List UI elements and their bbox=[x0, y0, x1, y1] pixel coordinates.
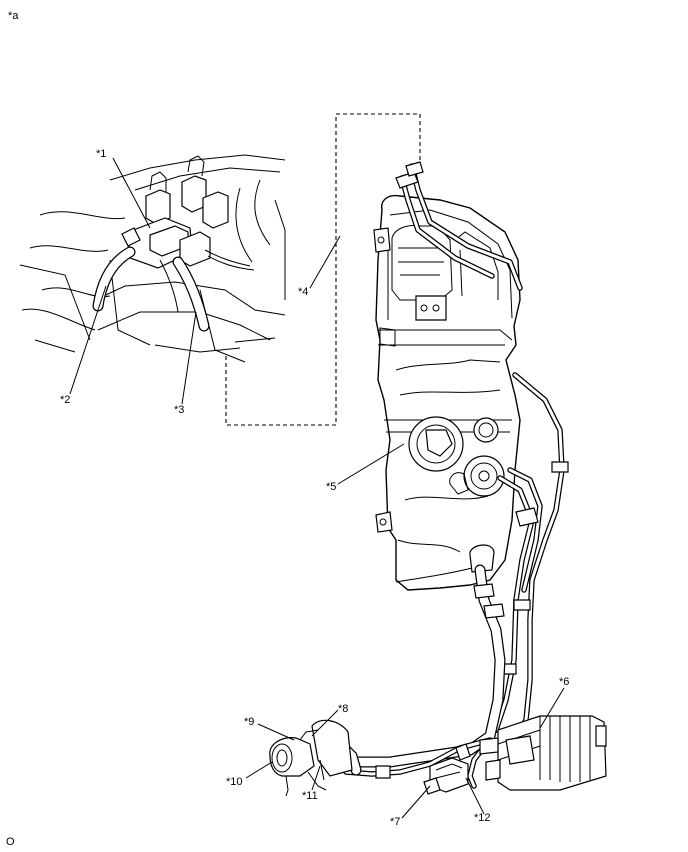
callout-12: *12 bbox=[474, 812, 491, 824]
fuel-inlet-pipe bbox=[269, 719, 362, 797]
callout-7: *7 bbox=[390, 816, 401, 828]
leader-8 bbox=[311, 709, 339, 737]
callout-4: *4 bbox=[298, 286, 309, 298]
fuel-tank bbox=[373, 194, 521, 591]
leak-detection-pump bbox=[423, 743, 471, 795]
callout-11: *11 bbox=[302, 790, 318, 802]
fuel-lines bbox=[343, 161, 569, 789]
callout-5: *5 bbox=[326, 481, 337, 493]
callout-2: *2 bbox=[60, 394, 71, 406]
callout-10: *10 bbox=[226, 776, 243, 788]
engine-intake-detail bbox=[19, 154, 286, 363]
callout-1: *1 bbox=[96, 148, 107, 160]
leader-9 bbox=[257, 723, 295, 741]
leader-1 bbox=[112, 157, 151, 229]
detail-link-frame bbox=[225, 113, 421, 426]
leader-11 bbox=[311, 765, 321, 791]
callout-6: *6 bbox=[559, 676, 570, 688]
leader-lines bbox=[69, 157, 565, 819]
corner-label-top-left: *a bbox=[8, 10, 19, 22]
leader-10 bbox=[245, 761, 273, 779]
callout-3: *3 bbox=[174, 404, 185, 416]
leader-3 bbox=[181, 311, 197, 405]
callout-8: *8 bbox=[338, 703, 349, 715]
leader-12 bbox=[465, 777, 485, 815]
callout-9: *9 bbox=[244, 716, 255, 728]
leader-7 bbox=[401, 785, 431, 819]
leader-6 bbox=[539, 687, 565, 729]
leader-2 bbox=[69, 285, 107, 395]
charcoal-canister bbox=[479, 715, 607, 791]
leader-4 bbox=[309, 235, 341, 289]
corner-label-bottom-left: O bbox=[6, 836, 15, 848]
leader-5 bbox=[337, 443, 405, 485]
